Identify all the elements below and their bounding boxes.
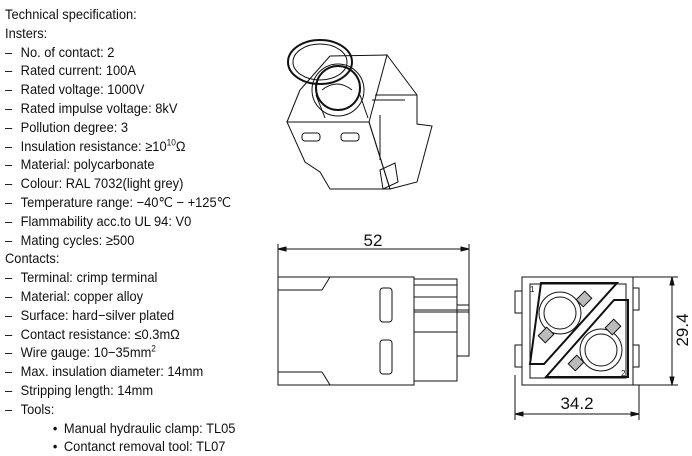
spec-item: –Max. insulation diameter: 14mm [5,363,204,380]
spec-item: –Temperature range: −40℃ − +125℃ [5,193,232,210]
spec-item: –Contact resistance: ≤0.3mΩ [5,325,180,342]
isometric-view [286,39,433,190]
length-dimension: 52 [364,231,383,250]
spec-item: –Material: polycarbonate [5,156,155,173]
technical-specification: Technical specification: Insters: –No. o… [5,5,267,456]
spec-item: –Pollution degree: 3 [5,118,129,135]
spec-item: –Mating cycles: ≥500 [5,231,135,248]
inserts-heading: Insters: [5,24,48,41]
spec-item: –Insulation resistance: ≥1010Ω [5,136,186,154]
spec-item: –Surface: hard−silver plated [5,306,175,323]
spec-item: –Rated voltage: 1000V [5,81,145,98]
spec-item: –Terminal: crimp terminal [5,269,158,286]
contact-label-1: 1 [530,285,535,294]
tool-item: •Manual hydraulic clamp: TL05 [52,419,236,436]
spec-item: –Material: copper alloy [5,287,144,304]
spec-item: –Wire gauge: 10−35mm2 [5,343,156,361]
height-dimension: 29.4 [673,313,692,346]
front-view: 1 2 29.4 34.2 [514,276,692,420]
side-view: 52 [277,231,470,386]
spec-item: –Flammability acc.to UL 94: V0 [5,212,192,229]
spec-item: –Colour: RAL 7032(light grey) [5,175,184,192]
spec-item: –Stripping length: 14mm [5,381,154,398]
spec-item: –Tools: [5,400,55,417]
spec-item: –Rated impulse voltage: 8kV [5,99,178,116]
spec-item: –Rated current: 100A [5,62,136,79]
spec-item: –No. of contact: 2 [5,43,115,60]
technical-drawings: 52 1 2 [277,39,692,420]
spec-title: Technical specification: [5,6,137,22]
contacts-heading: Contacts: [5,250,60,267]
contact-label-2: 2 [621,369,626,378]
width-dimension: 34.2 [560,394,593,413]
